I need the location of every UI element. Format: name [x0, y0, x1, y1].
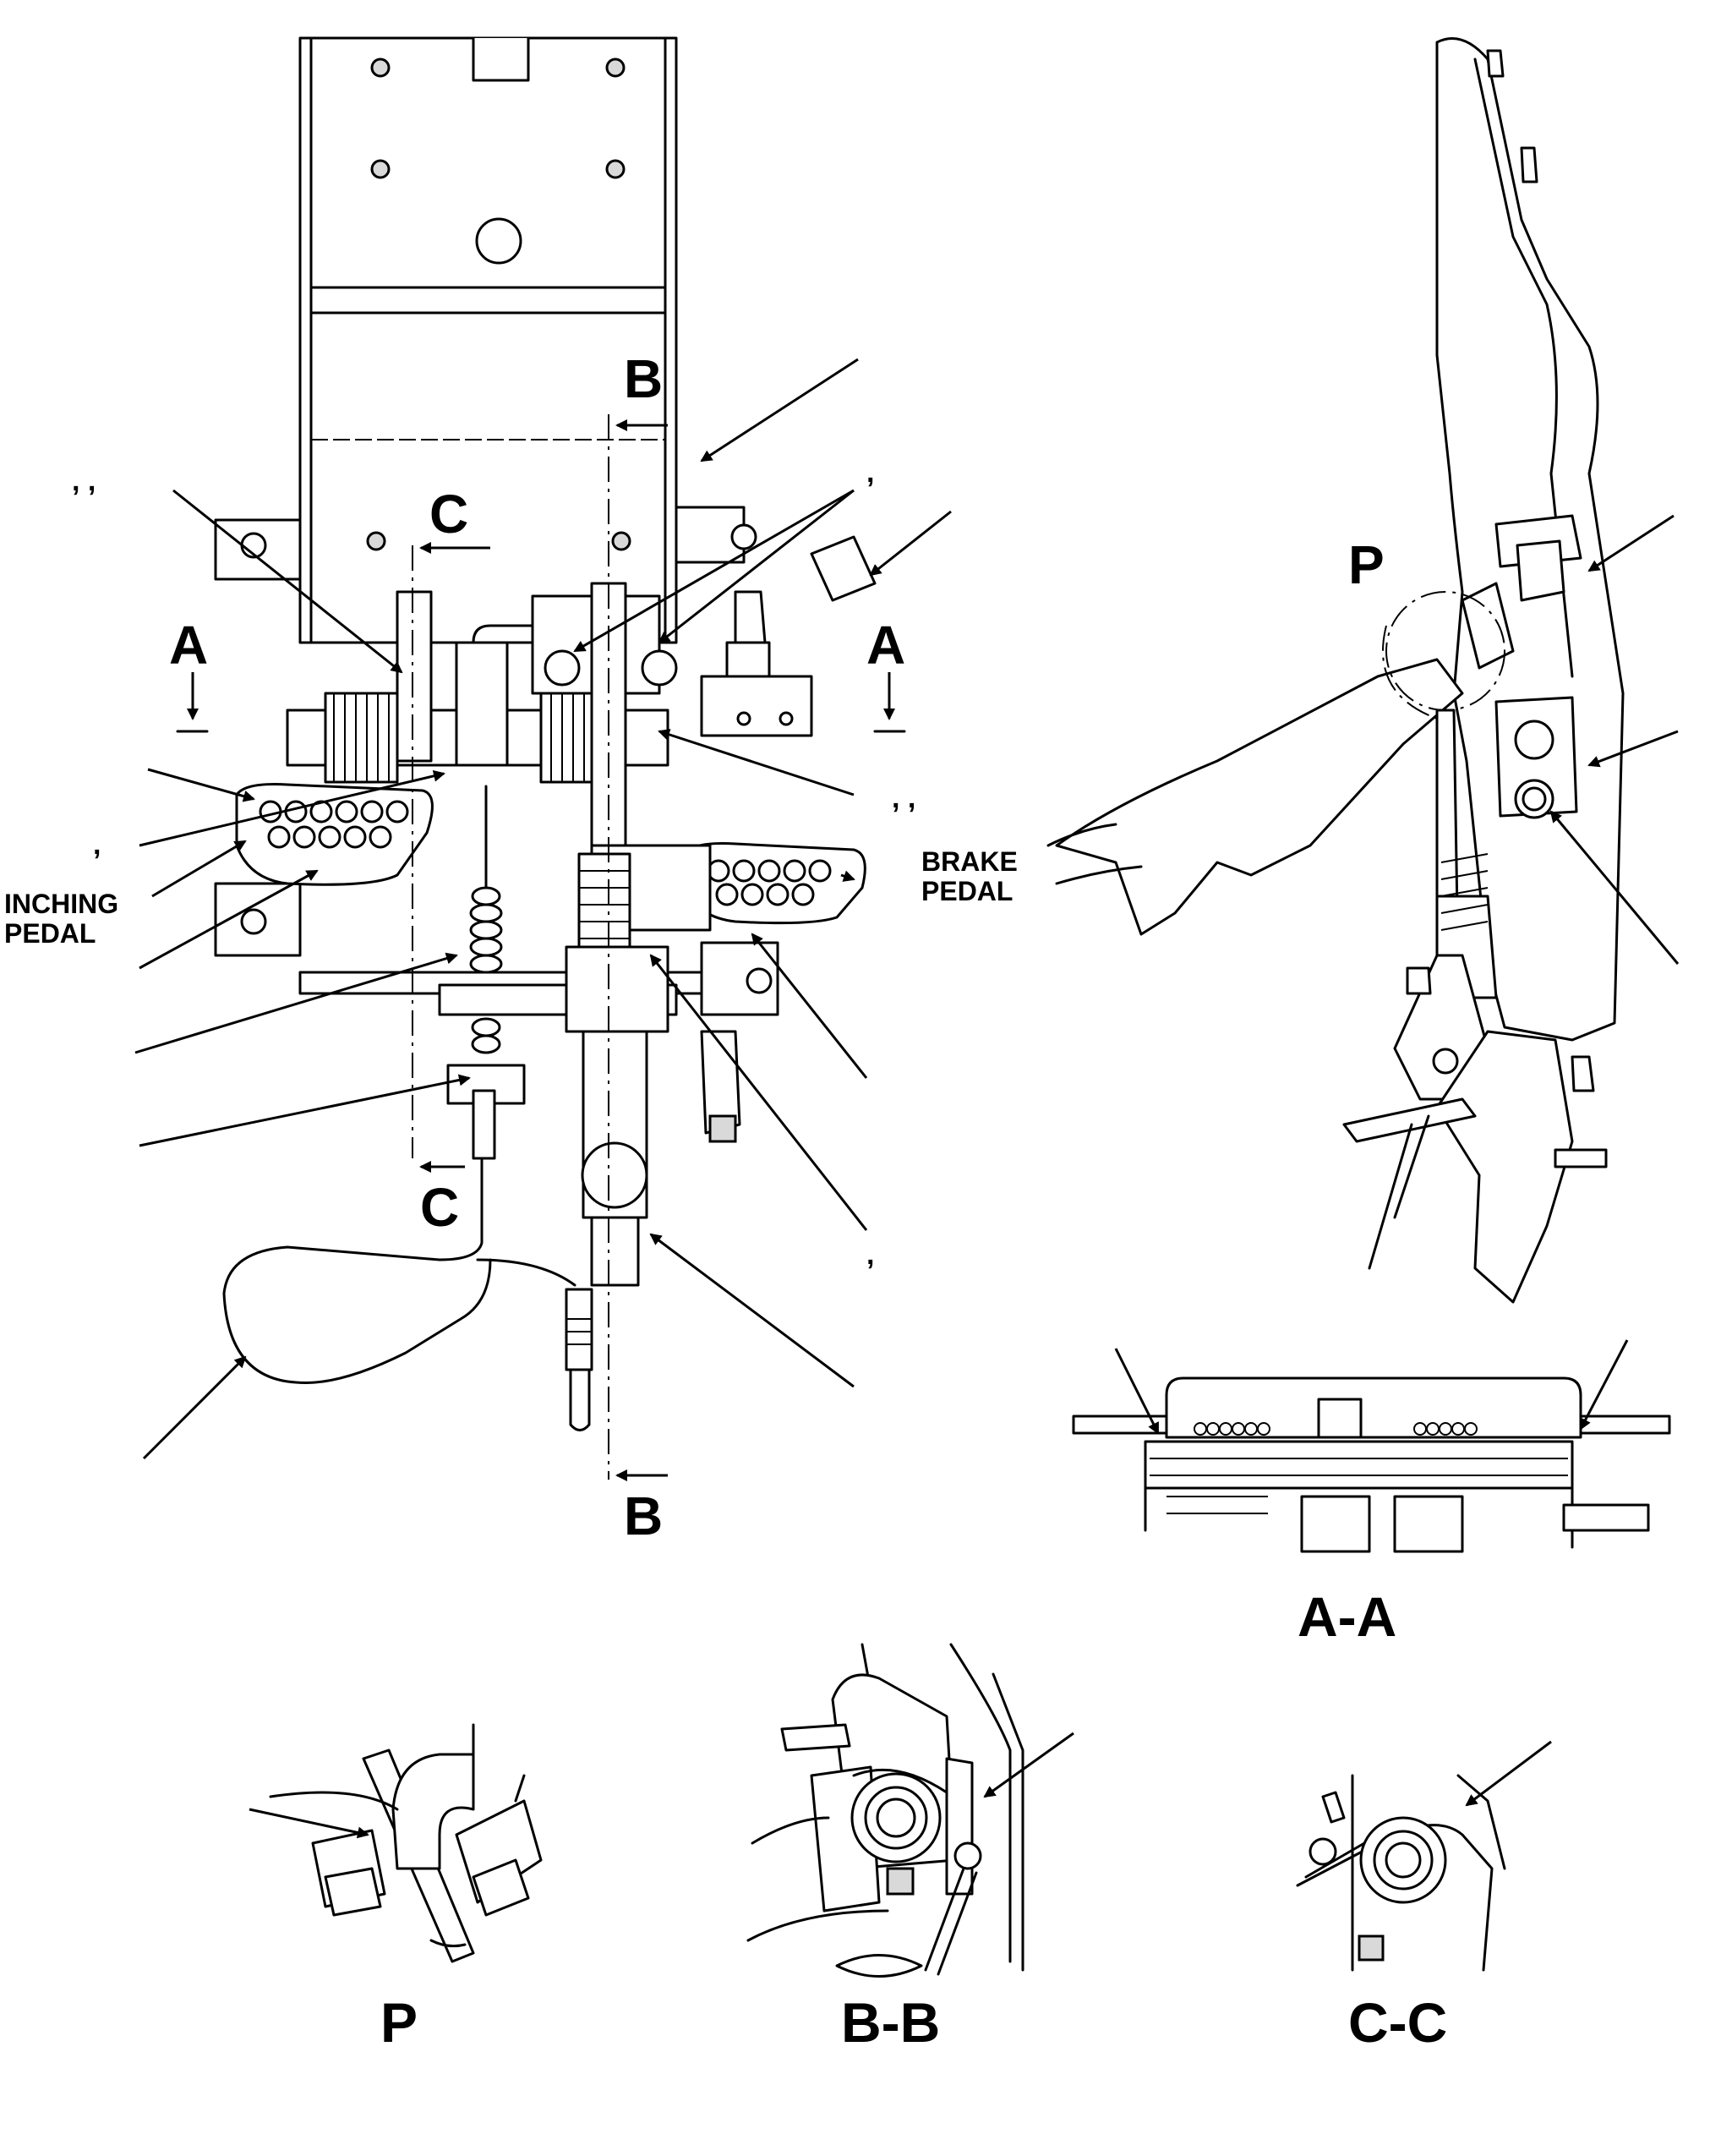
label-brake-pedal-1: BRAKE	[921, 846, 1018, 877]
callout-ticks-upper-left: , ,	[72, 465, 96, 497]
label-view-b-b: B-B	[841, 1991, 940, 2054]
main-front-view: B B C C A A INCHING PEDAL BRAKE PEDAL , …	[4, 36, 1018, 1546]
inching-pedal-treads	[259, 800, 409, 849]
cable-assembly	[222, 1089, 593, 1431]
label-section-c-top: C	[429, 484, 468, 544]
label-view-c-c: C-C	[1348, 1991, 1447, 2054]
mounting-frame	[214, 36, 779, 1016]
switch-sensor	[700, 535, 877, 737]
brake-pedal	[590, 842, 866, 932]
label-view-p: P	[380, 1991, 418, 2054]
label-brake-pedal-2: PEDAL	[921, 876, 1013, 906]
spring-stack	[469, 886, 503, 1054]
linkage	[438, 785, 741, 1287]
label-inching-pedal-1: INCHING	[4, 889, 118, 919]
label-section-a-left: A	[169, 615, 208, 676]
label-section-b-top: B	[624, 348, 663, 409]
brake-pedal-treads	[707, 859, 832, 906]
label-detail-p-callout: P	[1348, 534, 1385, 595]
label-section-c-bottom: C	[420, 1177, 459, 1238]
main-view-labels: B B C C A A INCHING PEDAL BRAKE PEDAL , …	[4, 348, 1018, 1546]
inching-pedal	[235, 783, 434, 886]
callout-ticks-right-mid: , ,	[892, 782, 915, 814]
callout-tick-upper-center: ,	[866, 457, 874, 489]
section-lines	[176, 414, 906, 1481]
label-view-a-a: A-A	[1298, 1585, 1396, 1648]
side-view: P	[1046, 37, 1680, 1304]
label-section-b-bottom: B	[624, 1486, 663, 1546]
detail-p: P	[249, 1723, 543, 2054]
section-b-b: B-B	[746, 1643, 1074, 2054]
label-section-a-right: A	[866, 615, 905, 676]
callout-tick-left-mid: ,	[93, 829, 101, 861]
callout-tick-lower-center: ,	[866, 1239, 874, 1271]
leader-lines	[134, 358, 952, 1460]
label-inching-pedal-2: PEDAL	[4, 918, 96, 949]
section-a-a: A-A	[1072, 1339, 1671, 1648]
section-c-c: C-C	[1296, 1740, 1552, 2054]
